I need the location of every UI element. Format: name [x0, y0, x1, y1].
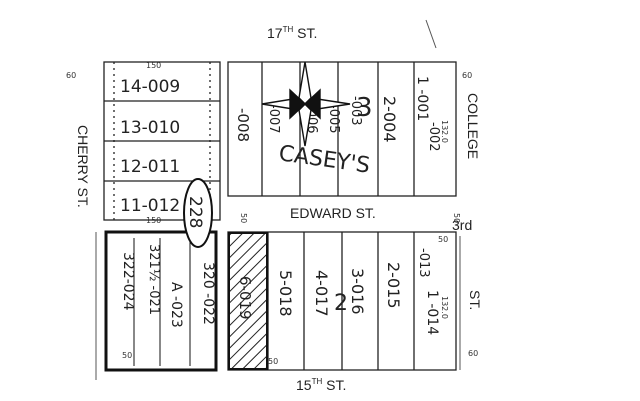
lot-1-014: 1 -014: [424, 290, 440, 335]
lot-5-018: 5-018: [276, 270, 295, 317]
lot-3-016: 3-016: [348, 268, 367, 315]
lot-2-015: 2-015: [384, 262, 403, 309]
hatched-lot: [228, 232, 268, 370]
street-edward: EDWARD ST.: [290, 205, 376, 221]
lot-4-017: 4-017: [312, 270, 331, 317]
lot-322-024: 322-024: [120, 252, 136, 311]
street-15th: 15TH ST.: [296, 377, 346, 393]
owner-label: CASEY'S: [277, 141, 371, 179]
lot-321-021: 321½ -021: [146, 244, 161, 315]
lot-008: -008: [234, 108, 252, 142]
lot-14-009: 14-009: [120, 77, 180, 97]
lot-6-019: 6-019: [236, 276, 254, 320]
street-college-lower: ST.: [467, 290, 483, 310]
dim-se-60: 60: [468, 349, 478, 358]
side-note-2: 132.0: [440, 296, 449, 319]
lot-12-011: 12-011: [120, 157, 180, 177]
lot-007: -007: [266, 104, 281, 134]
lot-013: -013: [416, 248, 431, 278]
lot-a-023: A -023: [168, 282, 184, 328]
map-number-circle: [183, 178, 213, 248]
dim-lot-50: 50: [122, 351, 132, 360]
lot-11-012: 11-012: [120, 196, 180, 216]
block-northeast: [227, 61, 457, 197]
dim-edward-50-left: 50: [239, 213, 248, 223]
lot-320-022: 320 -022: [200, 262, 216, 325]
lot-005: -005: [326, 104, 341, 134]
side-note-4: 50: [268, 357, 278, 366]
street-3rd-fragment: 3rd: [452, 217, 472, 233]
lot-13-010: 13-010: [120, 118, 180, 138]
block-northwest: [103, 61, 221, 221]
street-edges: [95, 19, 461, 380]
street-cherry: CHERRY ST.: [75, 125, 91, 208]
lot-002: -002: [426, 122, 441, 152]
lot-003: -003: [348, 96, 363, 126]
block-number-3: 3: [356, 93, 373, 123]
dim-150-top: 150: [146, 61, 161, 70]
compass-rose-icon: [261, 61, 351, 147]
dim-edward-50-right: 50: [452, 213, 461, 223]
block-number-2: 2: [334, 291, 348, 316]
street-college: COLLEGE: [465, 93, 481, 159]
dim-nw-60: 60: [66, 71, 76, 80]
street-17th: 17TH ST.: [267, 25, 317, 41]
lot-2-004: 2-004: [380, 96, 399, 143]
side-note-1: 132.0: [440, 120, 449, 143]
side-note-3: 50: [438, 235, 448, 244]
lot-1-001: 1 -001: [414, 76, 430, 121]
block-southwest: [104, 230, 218, 372]
map-number: 228: [185, 196, 205, 228]
dim-ne-60: 60: [462, 71, 472, 80]
